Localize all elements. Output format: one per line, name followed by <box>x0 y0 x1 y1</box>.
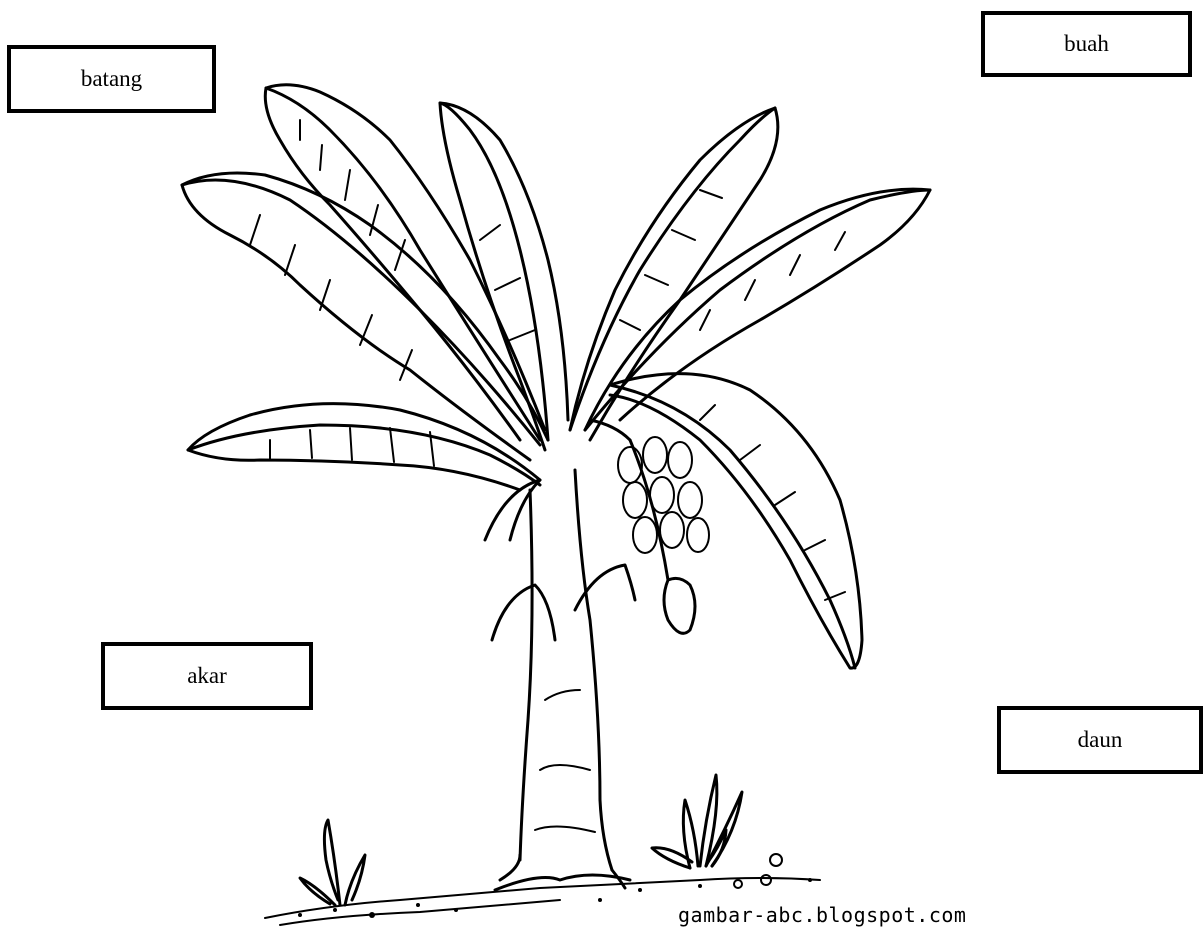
small-plant-left <box>300 820 365 905</box>
leaf-hanging-right <box>610 374 862 668</box>
leaf-top-left <box>265 85 545 440</box>
watermark-text: gambar-abc.blogspot.com <box>678 903 966 927</box>
label-akar[interactable]: akar <box>101 642 313 710</box>
label-buah[interactable]: buah <box>981 11 1192 77</box>
leaf-center <box>440 103 568 450</box>
banana-bunch <box>590 420 709 633</box>
label-daun[interactable]: daun <box>997 706 1203 774</box>
small-plant-right <box>652 775 742 868</box>
leaf-top-right <box>570 108 778 440</box>
leaf-left-horizontal <box>188 404 540 490</box>
trunk <box>495 470 630 890</box>
leaf-far-left <box>182 173 548 460</box>
label-batang[interactable]: batang <box>7 45 216 113</box>
trunk-sheaths <box>485 480 635 640</box>
